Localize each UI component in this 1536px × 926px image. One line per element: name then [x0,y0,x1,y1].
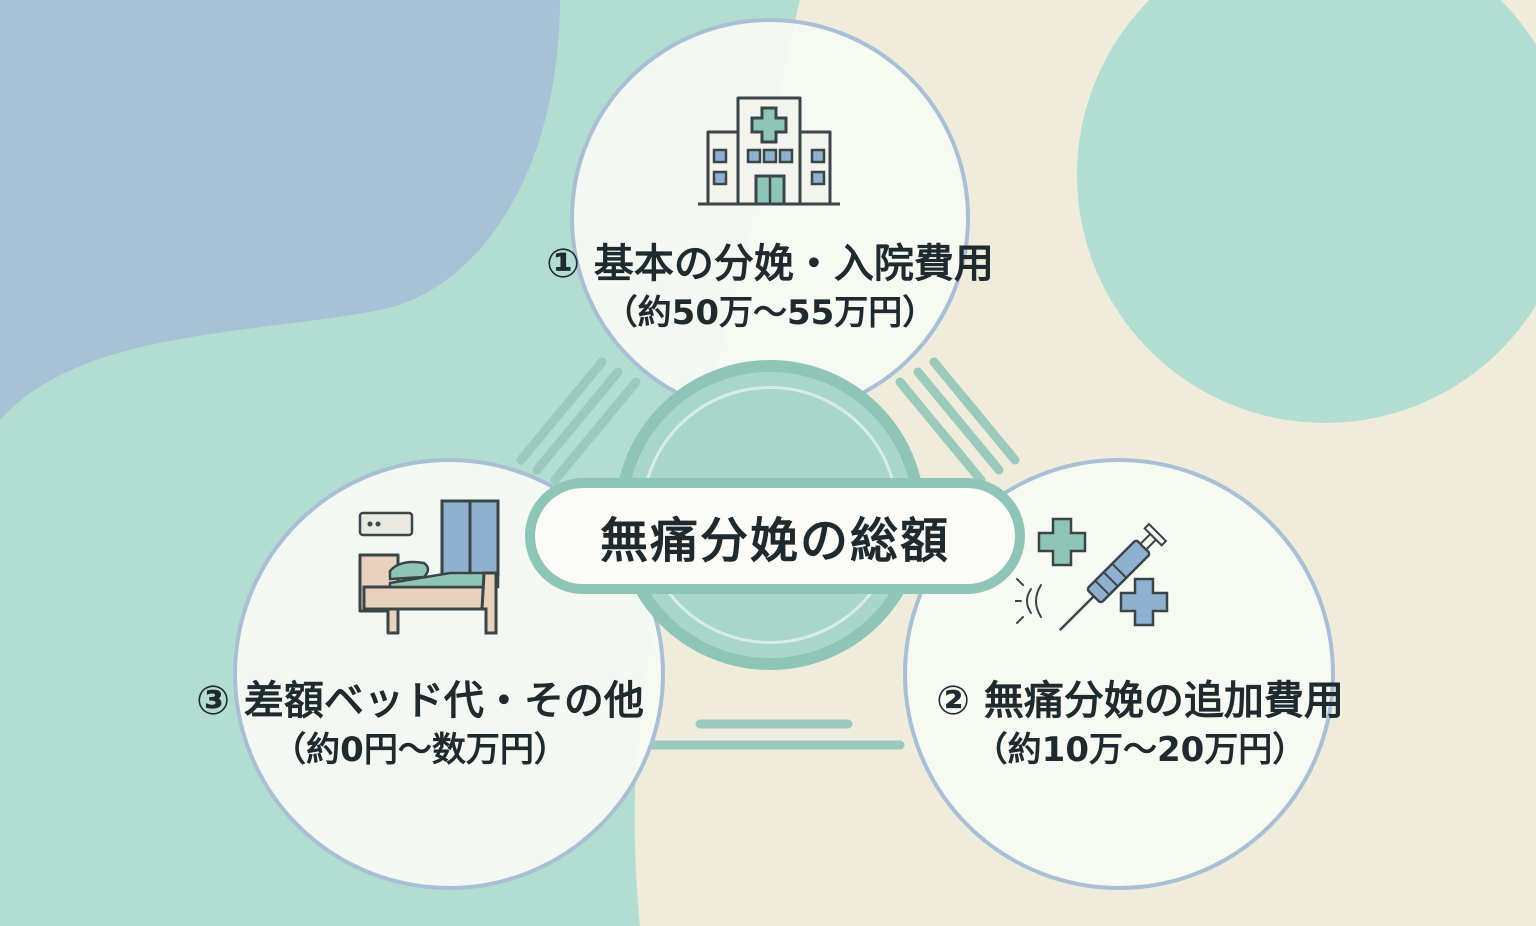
label-epidural-cost: ② 無痛分娩の追加費用 （約10万～20万円） [840,675,1440,773]
syringe-icon [1015,517,1169,632]
center-pill-inner: 無痛分娩の総額 [535,488,1015,584]
label-room-cost: ③ 差額ベッド代・その他 （約0円～数万円） [100,675,740,773]
room-cost-range: （約0円～数万円） [272,730,568,770]
bed-icon [358,499,500,635]
basic-cost-title: ① 基本の分娩・入院費用 [546,241,994,287]
center-pill: 無痛分娩の総額 [525,478,1025,594]
connector-top-left [516,357,641,485]
center-title: 無痛分娩の総額 [599,513,950,569]
label-basic-cost: ① 基本の分娩・入院費用 （約50万～55万円） [470,238,1070,336]
connector-bottom [645,719,905,750]
room-cost-title: ③ 差額ベッド代・その他 [196,678,644,724]
basic-cost-range: （約50万～55万円） [603,293,937,333]
epidural-cost-title: ② 無痛分娩の追加費用 [936,678,1344,724]
bubble-basic-cost [570,18,970,418]
background-mint-circle [1077,0,1536,423]
background-blue-blob [0,0,560,420]
epidural-cost-range: （約10万～20万円） [973,730,1307,770]
connector-top-right [895,357,1020,485]
hospital-icon [698,96,840,206]
